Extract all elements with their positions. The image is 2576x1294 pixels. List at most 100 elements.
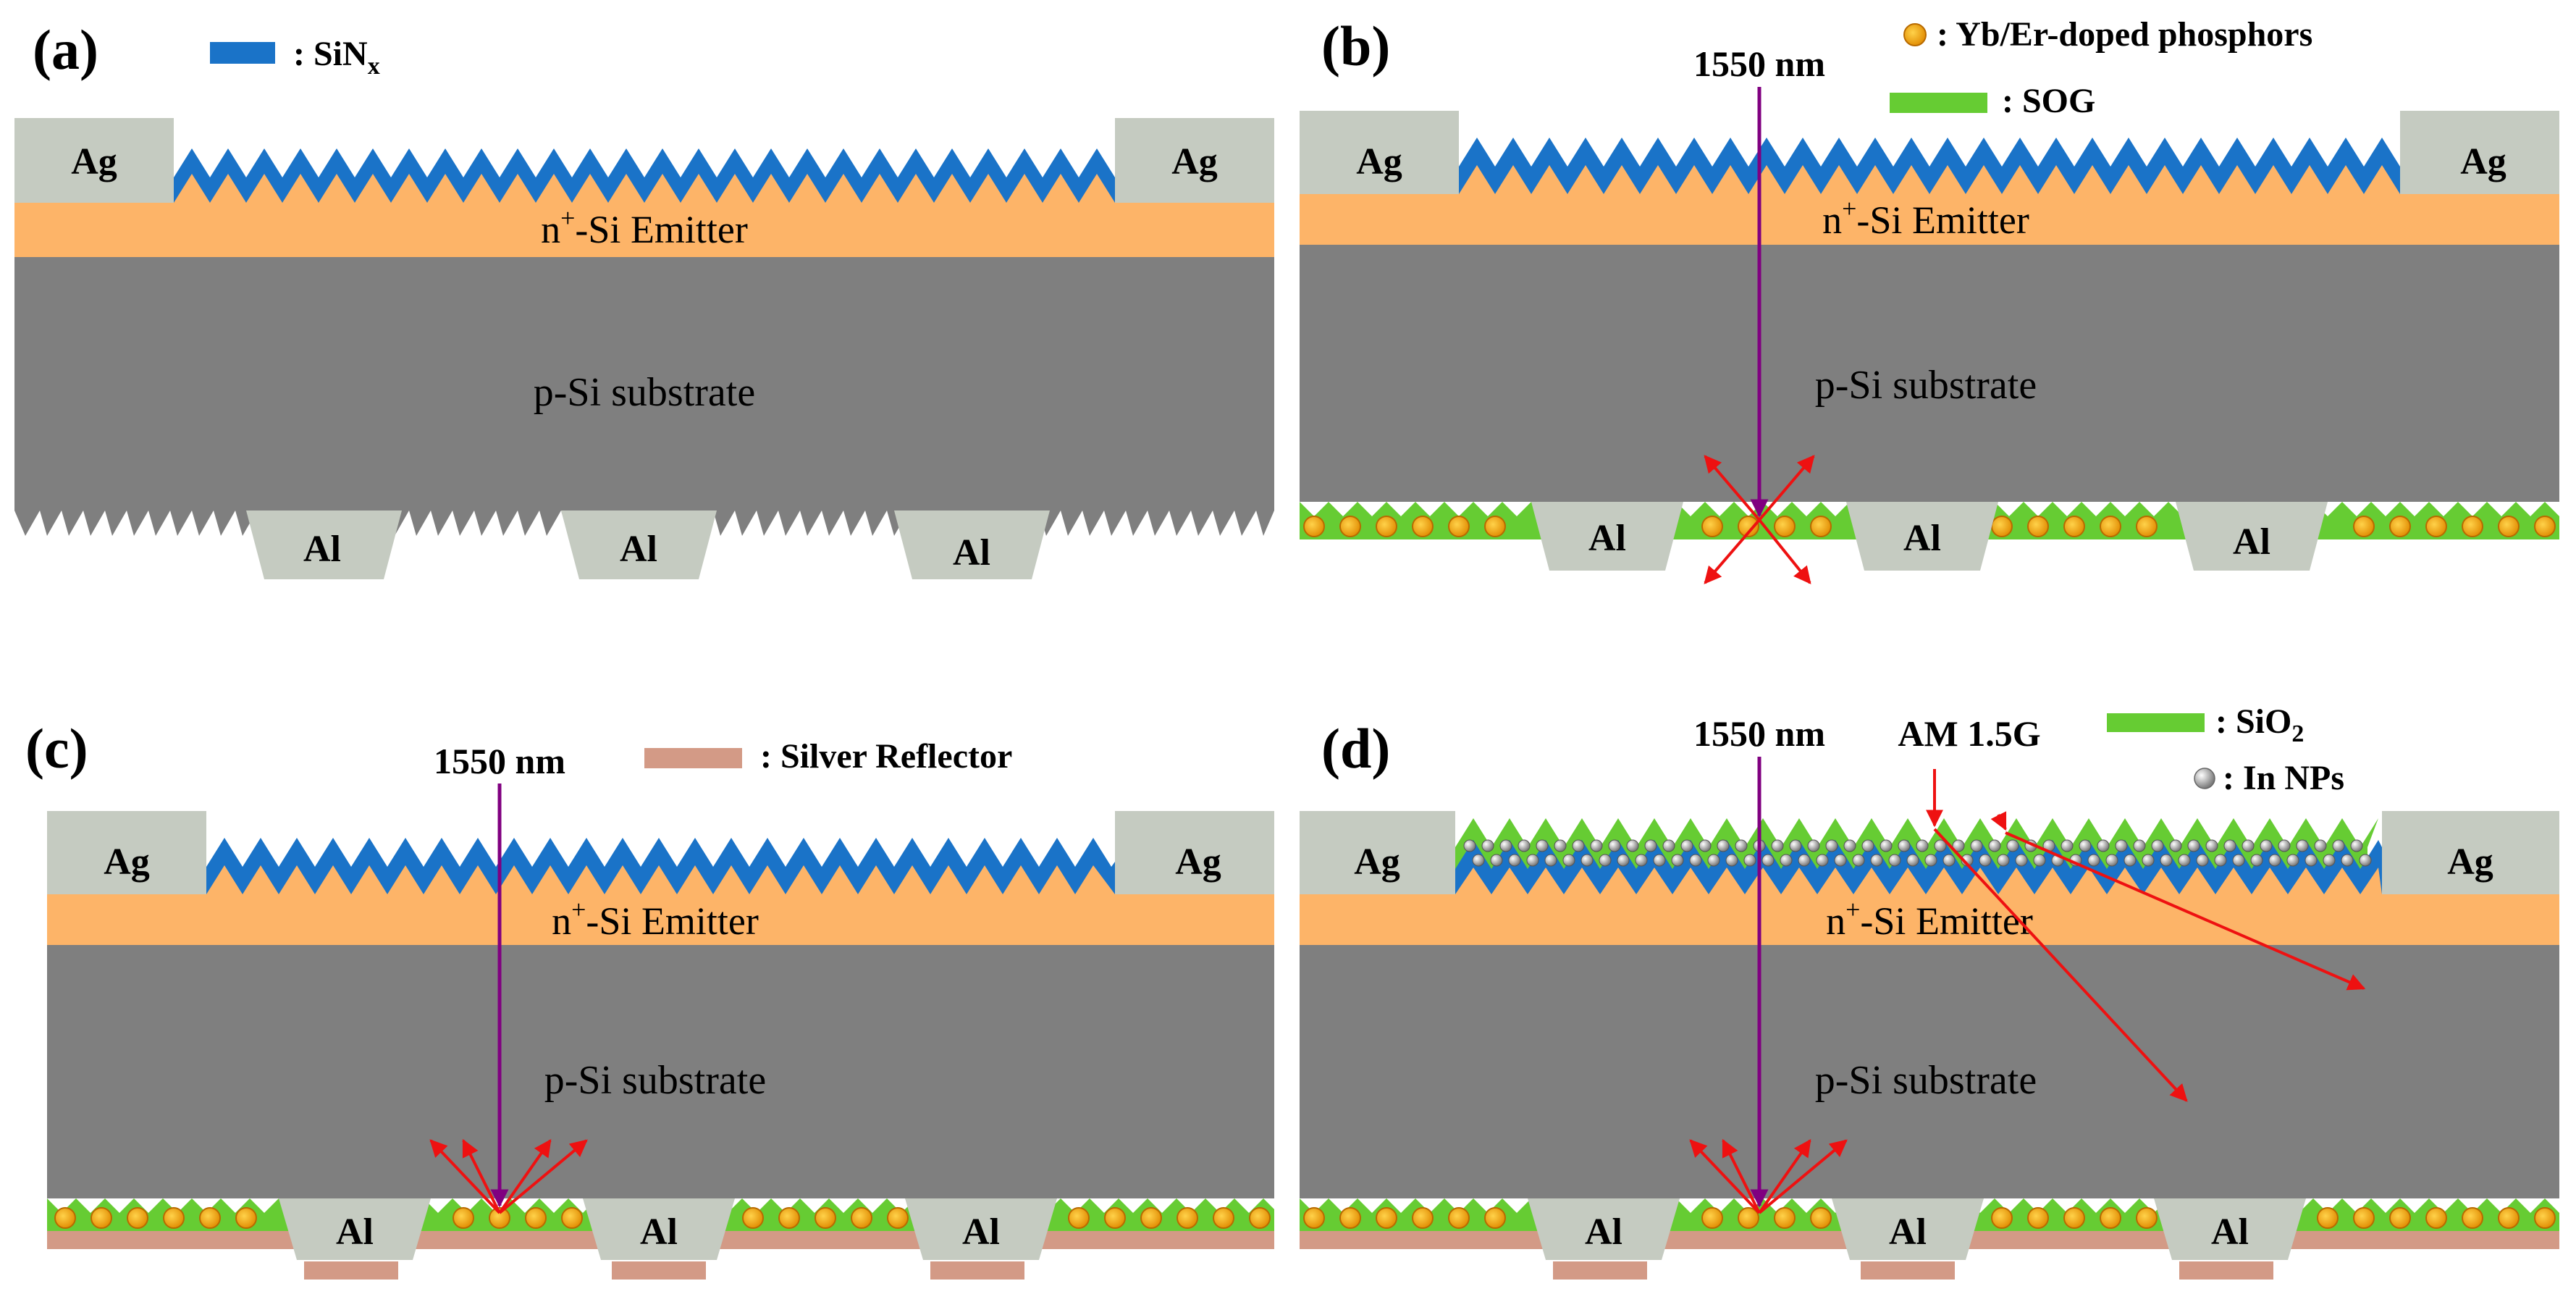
in-nanoparticle [1870,854,1883,867]
phosphor-particle [1448,1207,1470,1229]
emission-arrow [1704,518,1761,584]
phosphor-particle [1177,1207,1198,1229]
in-nanoparticle [1789,839,1802,852]
silver-reflector-pad [930,1261,1024,1280]
scattered-light-arrow [2005,831,2366,991]
in-nanoparticle [2006,839,2019,852]
silver-reflector-pad [2179,1261,2273,1280]
al-label: Al [640,1211,678,1253]
ag-contact-right [1115,118,1274,203]
in-nanoparticle [1544,854,1557,867]
phosphor-particle [815,1207,836,1229]
al-contact [1531,502,1683,571]
in-nanoparticle [1554,839,1567,852]
reflector-legend-swatch [644,748,742,768]
phosphor-particle [1412,516,1434,537]
in-nanoparticle [2151,839,2164,852]
in-nanoparticle [1924,854,1937,867]
al-label: Al [1903,518,1941,559]
panel-c: (c) 1550 nm : Silver Reflector Ag Ag n+-… [25,717,1274,1280]
in-nanoparticle [1843,839,1856,852]
in-nanoparticle [1725,854,1738,867]
substrate-label: p-Si substrate [1815,1058,2037,1103]
phosphor-particle [91,1207,112,1229]
beam-label: 1550 nm [1693,43,1825,84]
in-nanoparticle [2323,854,2336,867]
in-nanoparticle [1997,854,2010,867]
phosphor-particle [1376,516,1397,537]
al-label: Al [2233,521,2270,563]
sog-legend-swatch [1890,93,1987,113]
phosphor-particle [851,1207,872,1229]
phosphor-particle [1068,1207,1090,1229]
phosphor-particle [453,1207,474,1229]
in-nanoparticle [1699,839,1712,852]
silver-reflector-pad [1553,1261,1647,1280]
n-si-emitter [47,894,1274,945]
in-nanoparticle [2133,839,2146,852]
sio2-legend-swatch [2107,713,2205,732]
phosphor-particle [2353,516,2375,537]
phosphor-particle [2317,1207,2339,1229]
panel-d: (d) 1550 nm AM 1.5G : SiO2 : In NPs Ag A… [1300,702,2559,1280]
in-nanoparticle [1979,854,1992,867]
n-si-emitter [1300,194,2559,245]
in-nanoparticle [2105,854,2118,867]
ag-contact-left [1300,111,1459,194]
ag-label: Ag [2447,841,2493,883]
beam-label: 1550 nm [1693,713,1825,754]
silver-reflector-pad [612,1261,706,1280]
emitter-label: n+-Si Emitter [1826,895,2033,943]
in-nanoparticle [1761,854,1775,867]
sinx-layer [174,148,1115,203]
al-contact [1528,1198,1680,1260]
in-nanoparticle [1689,854,1702,867]
in-nanoparticle [1680,839,1693,852]
al-contact [905,1198,1057,1260]
ag-label: Ag [71,141,117,182]
phosphor-particle [2425,516,2447,537]
in-nanoparticle [1816,854,1829,867]
ag-contact-right [2382,811,2559,894]
ag-label: Ag [1171,141,1218,182]
al-label: Al [1585,1211,1622,1253]
al-label: Al [336,1211,374,1253]
phosphor-particle [2136,516,2158,537]
phosphor-particle [2353,1207,2375,1229]
legend-phosphor-label: : Yb/Er-doped phosphors [1937,15,2312,54]
al-contact [583,1198,735,1260]
emission-arrow [1758,1139,1811,1214]
scattered-light-arrow [1933,828,2188,1102]
al-label: Al [962,1211,1000,1253]
ag-contact-left [47,811,206,894]
in-nanoparticle [2079,839,2092,852]
emission-arrow [498,1139,552,1214]
sinx-layer-inner [174,174,1115,203]
sinx-layer-inner [206,865,1115,894]
emission-arrow [1722,1138,1761,1214]
emission-arrow [462,1138,501,1214]
substrate-label: p-Si substrate [544,1058,766,1103]
al-contact [1832,1198,1984,1260]
emission-arrow [1704,455,1761,521]
in-nanoparticle [1481,839,1494,852]
in-nanoparticle [1526,854,1539,867]
panel-tag: (b) [1321,14,1390,77]
legend-sio2-label: : SiO2 [2215,702,2304,747]
al-contact [279,1198,431,1260]
in-nanoparticle [1834,854,1847,867]
in-nanoparticle [2214,854,2227,867]
in-nanoparticle [1942,854,1956,867]
phosphor-particle [1249,1207,1271,1229]
in-nanoparticle [2033,854,2046,867]
emitter-label: n+-Si Emitter [541,203,748,251]
panel-a: (a) : SiNx Ag Ag n+-Si Emitter p-Si subs… [14,18,1274,579]
panel-tag: (a) [33,18,98,81]
al-label: Al [1588,518,1626,559]
panel-tag: (c) [25,717,88,780]
phosphor-particle [561,1207,583,1229]
ag-label: Ag [2460,141,2506,182]
silver-reflector-pad [1861,1261,1955,1280]
in-nanoparticle [2015,854,2028,867]
